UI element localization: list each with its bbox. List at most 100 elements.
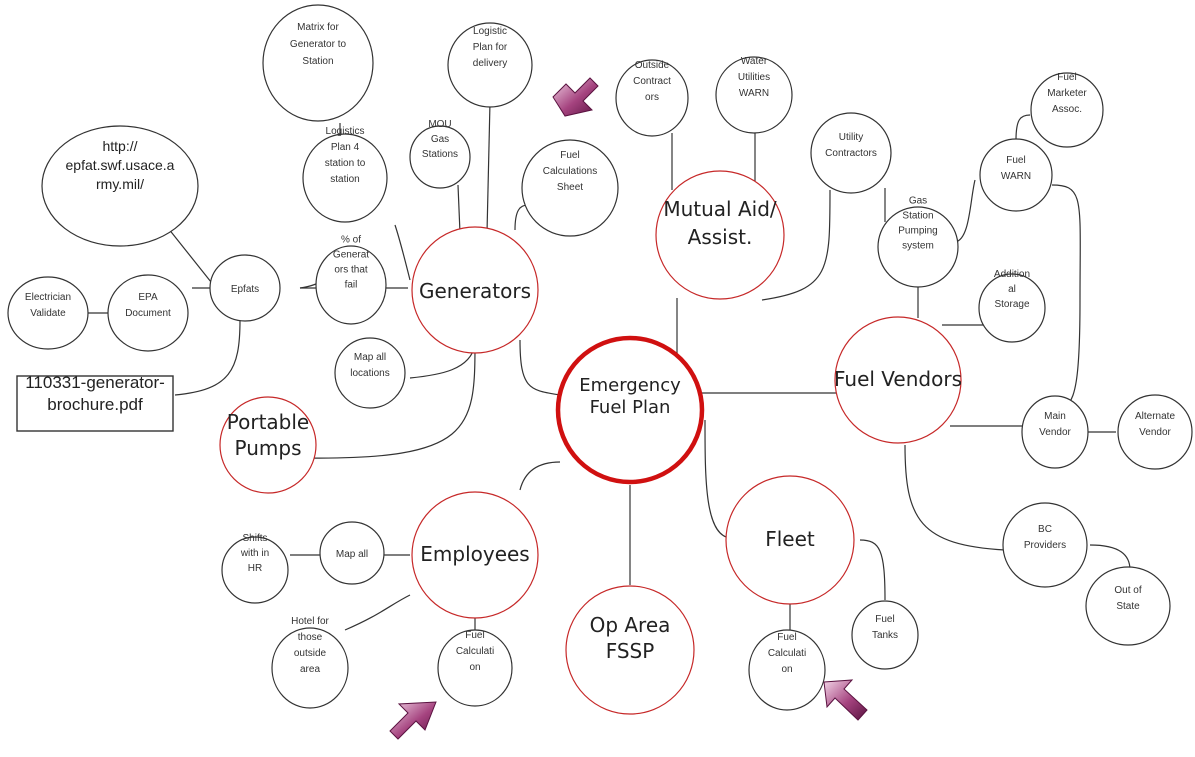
- label-line: Contract: [633, 76, 671, 87]
- label-line: Pumping: [898, 226, 937, 237]
- label-line: fail: [345, 280, 358, 291]
- label-line: Alternate: [1135, 411, 1175, 422]
- mutual-aid-label: Mutual Aid/Assist.: [663, 197, 777, 249]
- label-line: Providers: [1024, 540, 1066, 551]
- label-line: WARN: [1001, 171, 1031, 182]
- label-line: Calculati: [768, 648, 806, 659]
- label-line: Fuel: [465, 630, 484, 641]
- label-line: Outside: [635, 60, 670, 71]
- label-line: with in: [240, 548, 269, 559]
- fuel-vendors-label: Fuel Vendors: [834, 367, 962, 391]
- label-line: Assist.: [688, 225, 753, 249]
- label-line: FSSP: [606, 639, 655, 663]
- label-line: Map all: [336, 549, 368, 560]
- label-line: Mutual Aid/: [663, 197, 777, 221]
- leaf-nodes: [7, 4, 1193, 711]
- label-line: al: [1008, 284, 1016, 295]
- up-left-arrow-icon: [823, 679, 868, 721]
- label-line: epfat.swf.usace.a: [66, 157, 175, 173]
- label-line: State: [1116, 601, 1140, 612]
- label-line: Storage: [994, 299, 1029, 310]
- label-line: Out of: [1114, 585, 1141, 596]
- label-line: Plan for: [473, 42, 508, 53]
- label-line: Fuel Plan: [590, 397, 671, 418]
- label-line: Fuel: [875, 614, 894, 625]
- label-line: Marketer: [1047, 88, 1087, 99]
- label-line: Station: [302, 56, 333, 67]
- employees-label: Employees: [420, 542, 529, 566]
- label-line: Calculations: [543, 166, 597, 177]
- label-line: on: [469, 662, 480, 673]
- map-all-label: Map all: [336, 549, 368, 560]
- epfats-label: Epfats: [231, 284, 259, 295]
- label-line: Fuel Vendors: [834, 367, 962, 391]
- label-line: Fuel: [777, 632, 796, 643]
- label-line: Shifts: [242, 533, 267, 544]
- label-line: Map all: [354, 352, 386, 363]
- label-line: Validate: [30, 308, 66, 319]
- label-line: WARN: [739, 88, 769, 99]
- doc-box-label: 110331-generator-brochure.pdf: [25, 373, 165, 414]
- label-line: MOU: [428, 119, 451, 130]
- label-line: ors that: [334, 265, 368, 276]
- label-line: ors: [645, 92, 659, 103]
- label-line: area: [300, 664, 320, 675]
- down-arrow-icon: [552, 77, 599, 117]
- label-line: Logistic: [473, 26, 507, 37]
- label-line: locations: [350, 368, 389, 379]
- label-line: Calculati: [456, 646, 494, 657]
- label-line: Contractors: [825, 148, 877, 159]
- label-line: Gas: [909, 196, 927, 207]
- label-line: station: [330, 174, 359, 185]
- label-line: Stations: [422, 149, 458, 160]
- label-line: Logistics: [326, 126, 365, 137]
- label-line: Generat: [333, 250, 369, 261]
- label-line: brochure.pdf: [47, 395, 143, 414]
- decorative-arrows: [389, 77, 868, 740]
- label-line: station to: [325, 158, 366, 169]
- url-label: http:// epfat.swf.usace.a rmy.mil/: [66, 138, 175, 192]
- label-line: Gas: [431, 134, 449, 145]
- label-line: Main: [1044, 411, 1066, 422]
- label-line: Water: [741, 56, 768, 67]
- label-line: Sheet: [557, 182, 583, 193]
- label-line: Pumps: [235, 436, 302, 460]
- label-line: http://: [102, 138, 137, 154]
- label-line: outside: [294, 648, 327, 659]
- label-line: rmy.mil/: [96, 176, 144, 192]
- label-line: % of: [341, 235, 361, 246]
- map-all-locations-label: Map all locations: [350, 352, 389, 379]
- label-line: Fuel: [560, 150, 579, 161]
- label-line: Employees: [420, 542, 529, 566]
- connectors: [88, 101, 1131, 632]
- label-line: Document: [125, 308, 171, 319]
- fleet-label: Fleet: [765, 527, 815, 551]
- label-line: on: [781, 664, 792, 675]
- label-line: Plan 4: [331, 142, 360, 153]
- pct-generators-label: % of Generat ors that fail: [333, 235, 369, 291]
